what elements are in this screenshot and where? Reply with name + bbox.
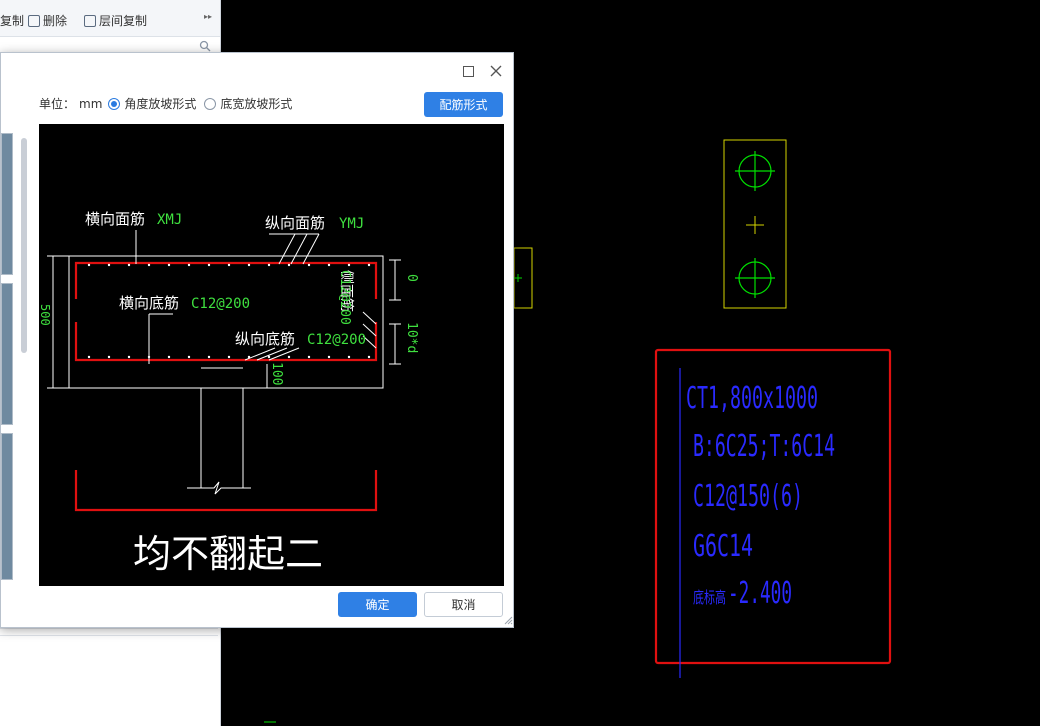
delete-label: 删除 <box>43 14 68 28</box>
break-line <box>187 481 251 495</box>
cancel-button[interactable]: 取消 <box>424 592 503 617</box>
dim-top-value: 0 <box>404 274 419 282</box>
bottom-rebar-line <box>74 322 378 362</box>
rebar-dots-top <box>87 263 371 267</box>
radio-width-slope[interactable]: 底宽放坡形式 <box>204 95 292 112</box>
unit-value: mm <box>79 96 103 111</box>
list-footer-divider <box>0 628 218 636</box>
thumbnail-scrollbar[interactable] <box>21 138 27 353</box>
floor-copy-label: 层间复制 <box>99 14 148 28</box>
column-right-edge <box>242 388 251 489</box>
unit-label: 单位： <box>39 97 76 111</box>
radio-angle-label: 角度放坡形式 <box>124 97 197 111</box>
section-outline <box>68 255 384 389</box>
radio-selected-icon <box>108 97 121 110</box>
footing-parameter-dialog: 单位： mm 角度放坡形式 底宽放坡形式 配筋形式 <box>0 52 514 628</box>
annotation-line-4: G6C14 <box>693 529 753 564</box>
rebar-form-button[interactable]: 配筋形式 <box>424 92 503 117</box>
thumbnail-2[interactable] <box>1 283 13 425</box>
longitudinal-top-label: 纵向面筋 <box>265 214 325 232</box>
annotation-line-3: C12@150(6) <box>693 479 803 514</box>
pile-circle-top <box>735 151 775 191</box>
preview-caption: 均不翻起二 <box>133 532 323 576</box>
cancel-label: 取消 <box>451 598 476 612</box>
radio-angle-slope[interactable]: 角度放坡形式 <box>108 95 196 112</box>
elevation-prefix: 底标高 <box>693 588 726 607</box>
dim-bottom-value: 100 <box>269 362 284 385</box>
resize-grip-icon[interactable] <box>504 616 513 625</box>
radio-width-label: 底宽放坡形式 <box>220 97 293 111</box>
dim-anchor-value: 10*d <box>404 322 419 353</box>
annotation-line-1: CT1,800x1000 <box>686 381 818 416</box>
trash-icon <box>28 14 40 27</box>
floor-copy-icon <box>84 14 96 27</box>
radio-unselected-icon <box>204 97 217 110</box>
transverse-top-label: 横向面筋 <box>85 210 145 228</box>
more-tools-button[interactable]: ▸▸ <box>204 12 212 21</box>
side-value: C12@200 <box>337 270 352 325</box>
rebar-form-label: 配筋形式 <box>439 98 488 112</box>
rebar-dots-bottom <box>87 355 371 359</box>
longitudinal-bottom-value: C12@200 <box>307 332 366 348</box>
thumbnail-strip <box>1 125 15 585</box>
delete-button[interactable]: 删除 <box>28 12 67 29</box>
more-icon: ▸▸ <box>204 12 213 21</box>
component-toolbar: 复制 删除 层间复制 ▸▸ <box>0 0 220 37</box>
pile-circle-bottom <box>735 258 775 298</box>
longitudinal-bottom-label: 纵向底筋 <box>235 330 295 348</box>
lower-bracket <box>74 470 378 512</box>
thumbnail-3[interactable] <box>1 433 13 580</box>
maximize-button[interactable] <box>460 63 476 79</box>
annotation-line-2: B:6C25;T:6C14 <box>693 429 835 464</box>
transverse-bottom-label: 横向底筋 <box>119 294 179 312</box>
ok-label: 确定 <box>365 598 390 612</box>
leader-bottom-longitudinal <box>244 347 276 361</box>
section-drawing: 横向面筋 XMJ 纵向面筋 YMJ 横向底筋 C12@200 纵向底筋 C12@… <box>39 210 419 576</box>
slope-options-row: 单位： mm 角度放坡形式 底宽放坡形式 <box>39 95 292 112</box>
highlight-box <box>654 348 892 665</box>
thumbnail-1[interactable] <box>1 133 13 275</box>
annotation-line-5: -2.400 <box>728 576 792 611</box>
pile-cap-outline <box>723 139 787 309</box>
copy-button[interactable]: 复制 <box>0 12 24 29</box>
floor-copy-button[interactable]: 层间复制 <box>84 12 147 29</box>
maximize-icon <box>462 65 474 77</box>
close-button[interactable] <box>488 63 504 79</box>
footing-preview: 横向面筋 XMJ 纵向面筋 YMJ 横向底筋 C12@200 纵向底筋 C12@… <box>39 124 504 586</box>
copy-label: 复制 <box>0 14 25 28</box>
close-icon <box>490 65 502 77</box>
longitudinal-top-code: YMJ <box>339 216 364 232</box>
center-cross-mark <box>746 216 764 234</box>
transverse-top-code: XMJ <box>157 212 182 228</box>
side-label: 侧面筋 <box>338 270 355 312</box>
leader-side <box>362 311 377 325</box>
ok-button[interactable]: 确定 <box>338 592 417 617</box>
column-left-edge <box>187 388 202 489</box>
transverse-bottom-value: C12@200 <box>191 296 250 312</box>
dim-height-value: 500 <box>39 304 52 326</box>
top-rebar-line <box>74 261 378 299</box>
search-icon <box>199 40 211 52</box>
